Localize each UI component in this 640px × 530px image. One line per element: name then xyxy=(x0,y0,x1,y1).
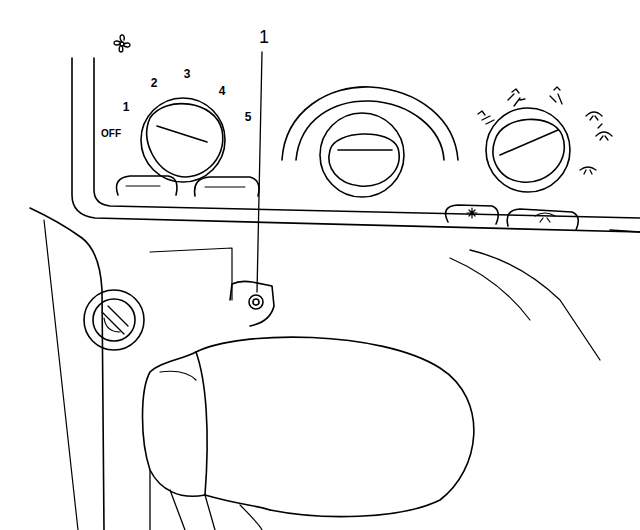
label-holder: 4 xyxy=(219,81,226,99)
mounting-screw xyxy=(230,281,274,326)
dial-mark: 3 xyxy=(184,67,191,81)
mode-knob xyxy=(486,108,570,192)
label-holder: 1 xyxy=(259,28,269,47)
mode-icons xyxy=(478,87,612,174)
button xyxy=(446,205,499,224)
label-holder: 3 xyxy=(184,64,191,82)
dial-mark: 5 xyxy=(245,110,252,124)
dial-mark: 2 xyxy=(151,76,158,90)
fan-speed-knob xyxy=(141,98,225,182)
dial-mark: OFF xyxy=(101,128,121,139)
label-holder: 2 xyxy=(151,73,158,91)
dial-mark: 1 xyxy=(123,100,130,114)
fan-icon xyxy=(114,35,130,52)
button xyxy=(195,177,259,196)
label-holder: OFF xyxy=(101,123,121,141)
button xyxy=(117,176,178,195)
temperature-knob xyxy=(282,87,458,197)
lighter xyxy=(84,290,144,350)
leader-line xyxy=(257,52,262,292)
button xyxy=(507,209,578,230)
shift-lever xyxy=(143,337,474,530)
callout-number: 1 xyxy=(259,27,269,47)
label-holder: 5 xyxy=(245,107,252,125)
label-holder: 1 xyxy=(123,97,130,115)
dial-mark: 4 xyxy=(219,84,226,98)
